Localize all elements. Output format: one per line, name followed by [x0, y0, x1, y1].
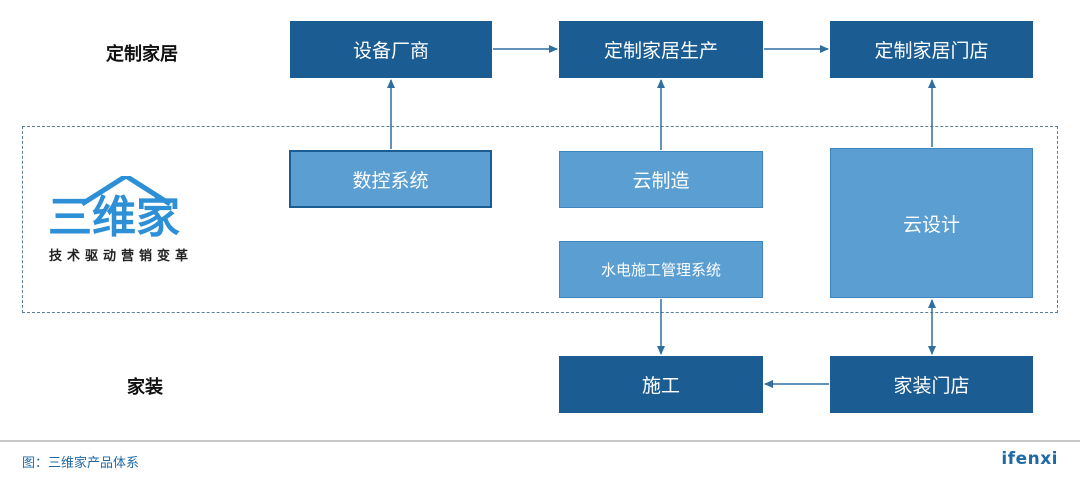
box-construction-label: 施工	[641, 375, 680, 397]
box-cloud-design-label: 云设计	[902, 213, 960, 236]
box-custom-home-store-label: 定制家居门店	[874, 40, 989, 62]
box-custom-home-production: 定制家居生产	[559, 21, 763, 78]
box-utility-construction-mgmt: 水电施工管理系统	[559, 241, 763, 298]
box-equipment-vendor-label: 设备厂商	[352, 40, 429, 62]
box-decor-store: 家装门店	[830, 356, 1033, 413]
box-custom-home-production-label: 定制家居生产	[603, 40, 718, 62]
box-equipment-vendor: 设备厂商	[290, 21, 492, 78]
figure-caption: 图：三维家产品体系	[22, 456, 140, 471]
footer-divider	[0, 440, 1080, 442]
row-label-home-decor: 家装	[127, 377, 163, 398]
box-utility-construction-mgmt-label: 水电施工管理系统	[600, 261, 721, 279]
box-cloud-manufacturing-label: 云制造	[632, 170, 690, 192]
box-cnc-system-label: 数控系统	[352, 169, 429, 192]
box-construction: 施工	[559, 356, 763, 413]
box-decor-store-label: 家装门店	[893, 375, 970, 397]
box-cnc-system: 数控系统	[289, 150, 492, 208]
logo-name-text: 三维家	[48, 192, 180, 243]
sanweijia-logo: 三维家 技术驱动营销变革	[48, 173, 218, 266]
box-cloud-manufacturing: 云制造	[559, 151, 763, 208]
box-custom-home-store: 定制家居门店	[830, 21, 1033, 78]
logo-mark-icon: 三维家 技术驱动营销变革	[48, 173, 193, 264]
logo-slogan-text: 技术驱动营销变革	[49, 248, 193, 264]
row-label-custom-home: 定制家居	[106, 44, 178, 65]
platform-region	[22, 126, 1058, 313]
brand-watermark: ifenxi	[1001, 449, 1058, 469]
box-cloud-design: 云设计	[830, 148, 1033, 298]
